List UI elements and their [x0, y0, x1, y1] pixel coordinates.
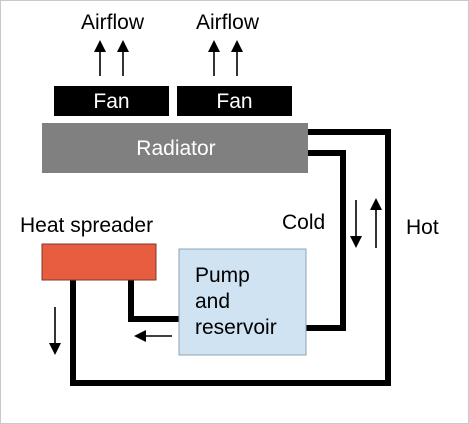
- airflow-arrows-left: [94, 40, 129, 76]
- cold-label: Cold: [282, 211, 325, 234]
- pump-to-spreader-pipe: [128, 280, 179, 322]
- fan-left: [54, 86, 169, 116]
- heat-spreader-label: Heat spreader: [20, 214, 153, 237]
- hot-flow-arrow-up: [370, 198, 382, 248]
- hot-label: Hot: [406, 216, 439, 239]
- fan-right: [177, 86, 292, 116]
- pump-label-line2: and: [195, 290, 230, 313]
- cold-flow-arrow-down: [350, 200, 362, 248]
- airflow-label-right: Airflow: [196, 11, 260, 34]
- pump-label-line3: reservoir: [195, 316, 277, 339]
- pump-label-line1: Pump: [195, 264, 250, 287]
- airflow-label-left: Airflow: [81, 11, 145, 34]
- hot-pipe: [70, 129, 391, 386]
- pump-reservoir: [178, 248, 307, 356]
- return-flow-arrow-left: [134, 330, 172, 342]
- radiator-label: Radiator: [136, 137, 215, 160]
- spreader-flow-arrow-down: [49, 307, 61, 355]
- cold-pipe: [306, 150, 346, 331]
- airflow-arrows-right: [208, 40, 243, 76]
- radiator: [42, 123, 308, 173]
- fan-right-label: Fan: [216, 90, 252, 113]
- heat-spreader: [41, 243, 157, 281]
- fan-left-label: Fan: [93, 90, 129, 113]
